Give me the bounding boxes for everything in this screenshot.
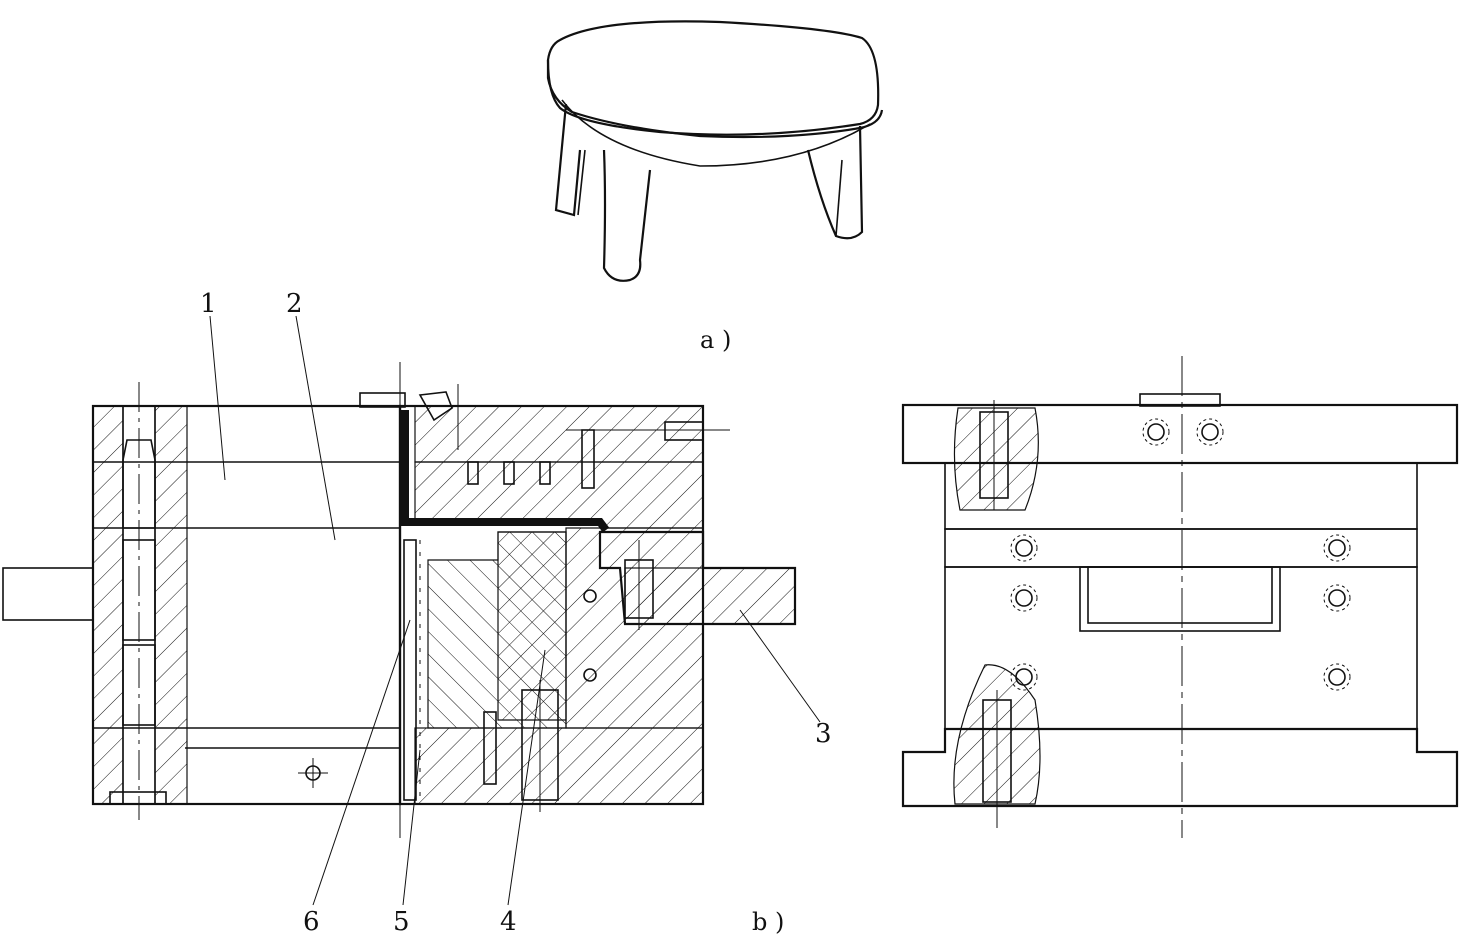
caption-a: a ) — [700, 326, 731, 354]
label-part-2: 2 — [286, 289, 303, 319]
label-part-4: 4 — [500, 907, 517, 937]
label-part-1: 1 — [200, 289, 217, 319]
label-part-5: 5 — [393, 907, 410, 937]
label-part-3: 3 — [815, 719, 832, 749]
mold-elevation-view — [901, 356, 1459, 838]
screw-marks — [1010, 418, 1351, 691]
stool-drawing — [546, 20, 884, 282]
mold-section-view — [2, 362, 797, 838]
caption-b: b ) — [752, 908, 784, 936]
label-part-6: 6 — [303, 907, 320, 937]
